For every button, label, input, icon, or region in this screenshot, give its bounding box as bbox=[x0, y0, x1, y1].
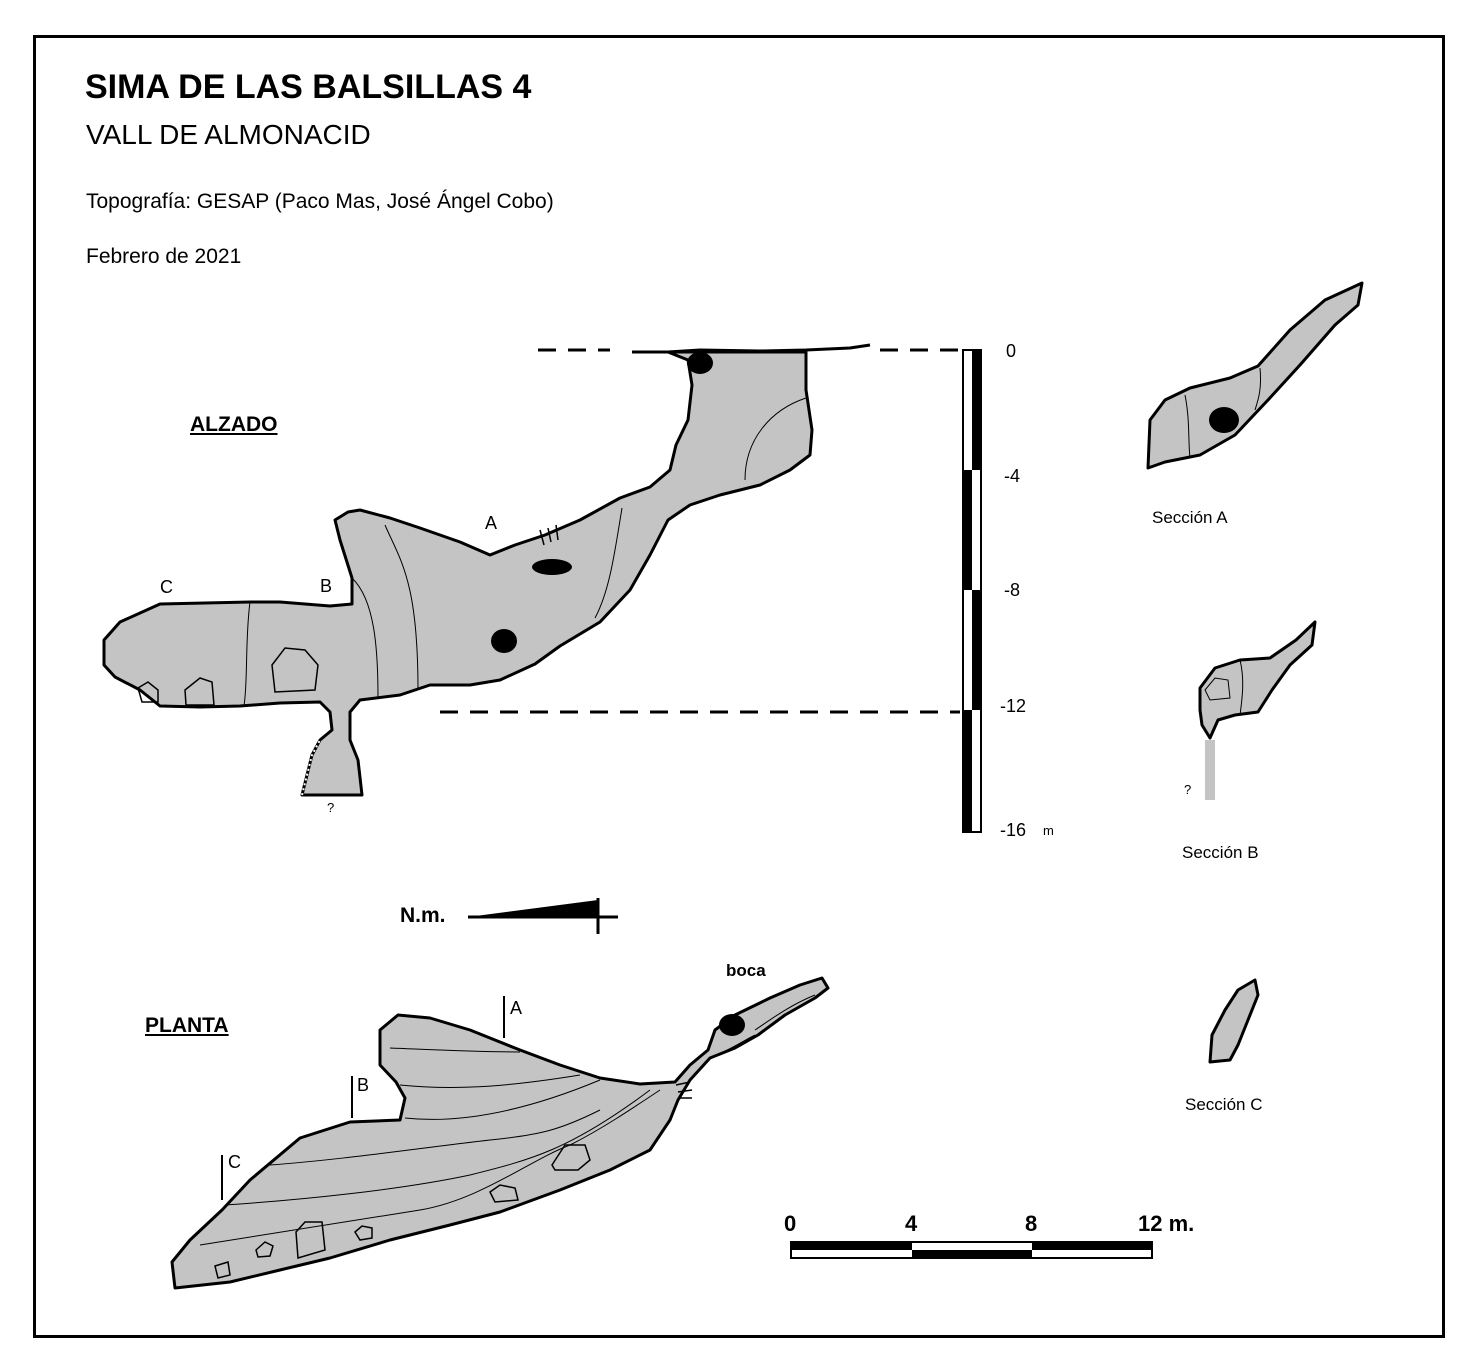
depth-tick-label: -12 bbox=[1000, 696, 1027, 716]
elevation-view bbox=[102, 343, 960, 797]
section-b-label: Sección B bbox=[1182, 843, 1259, 862]
section-c-label: Sección C bbox=[1185, 1095, 1263, 1114]
plan-label: PLANTA bbox=[145, 1014, 229, 1037]
survey-credit: Topografía: GESAP (Paco Mas, José Ángel … bbox=[86, 190, 554, 213]
entrance-boulder-plan bbox=[719, 1014, 745, 1036]
plan-mark-c: C bbox=[228, 1152, 241, 1172]
entrance-label: boca bbox=[726, 961, 766, 980]
plan-view bbox=[170, 976, 830, 1290]
elevation-unknown-mark: ? bbox=[327, 800, 335, 815]
pit-dotted-edge bbox=[301, 739, 321, 796]
north-arrow bbox=[468, 898, 618, 934]
section-a-label: Sección A bbox=[1152, 508, 1228, 527]
contour-line bbox=[351, 577, 379, 699]
elevation-mark-b: B bbox=[320, 576, 333, 596]
block-outline bbox=[184, 677, 215, 706]
depth-unit-label: m bbox=[1043, 823, 1054, 838]
contour-line bbox=[594, 507, 623, 619]
depth-tick-label: -4 bbox=[1004, 466, 1021, 486]
contour-line bbox=[384, 524, 419, 691]
contour-line bbox=[243, 601, 251, 707]
stalactite-symbols bbox=[539, 524, 559, 546]
elevation-label: ALZADO bbox=[190, 413, 278, 436]
depth-scale-bar bbox=[962, 349, 982, 833]
section-b-unknown-mark: ? bbox=[1184, 782, 1192, 797]
section-a-drawing bbox=[1146, 281, 1364, 470]
boulder bbox=[532, 559, 572, 575]
scale-tick-label: 8 bbox=[1025, 1211, 1038, 1236]
map-title: SIMA DE LAS BALSILLAS 4 bbox=[85, 68, 532, 106]
plan-mark-b: B bbox=[357, 1075, 370, 1095]
depth-tick-label: 0 bbox=[1006, 341, 1017, 361]
north-label: N.m. bbox=[400, 904, 446, 927]
entrance-boulder bbox=[687, 352, 713, 374]
depth-tick-label: -8 bbox=[1004, 580, 1021, 600]
horizontal-scale-bar bbox=[790, 1241, 1153, 1259]
block-outline bbox=[271, 647, 319, 693]
boulder bbox=[491, 629, 517, 653]
section-c-drawing bbox=[1208, 978, 1260, 1064]
block-outline bbox=[137, 681, 159, 703]
elevation-mark-a: A bbox=[485, 513, 498, 533]
map-frame bbox=[33, 35, 1445, 1338]
section-b-drawing bbox=[1198, 620, 1317, 800]
elevation-outline bbox=[102, 350, 814, 797]
plan-mark-a: A bbox=[510, 998, 523, 1018]
depth-tick-label: -16 bbox=[1000, 820, 1027, 840]
scale-tick-label: 0 bbox=[784, 1211, 797, 1236]
scale-tick-label: 4 bbox=[905, 1211, 918, 1236]
scale-tick-label: 12 m. bbox=[1138, 1211, 1195, 1236]
survey-date: Febrero de 2021 bbox=[86, 245, 242, 268]
elevation-mark-c: C bbox=[160, 577, 173, 597]
contour-line bbox=[744, 397, 807, 481]
map-subtitle: VALL DE ALMONACID bbox=[86, 119, 371, 150]
